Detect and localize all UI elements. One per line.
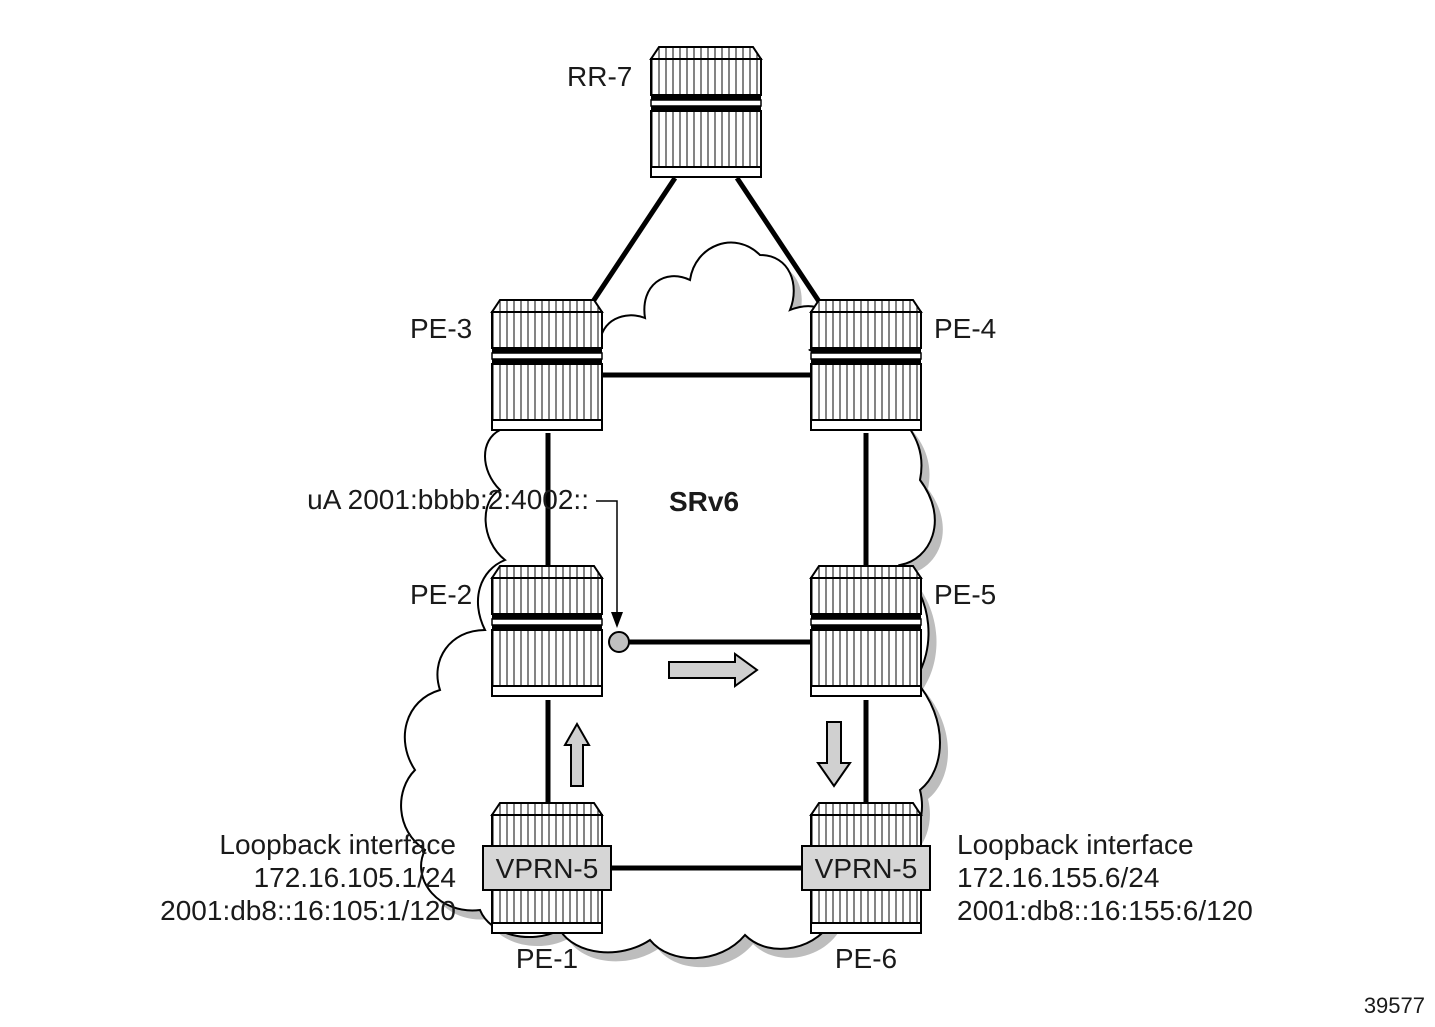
vprn-label-left: VPRN-5 (496, 853, 599, 884)
loopback-left-line3: 2001:db8::16:105:1/120 (160, 895, 456, 926)
loopback-left: Loopback interface 172.16.105.1/24 2001:… (160, 829, 456, 926)
router-pe-3 (491, 299, 603, 431)
vprn-box-left: VPRN-5 (482, 845, 612, 891)
label-pe-6: PE-6 (835, 943, 897, 974)
loopback-right-line3: 2001:db8::16:155:6/120 (957, 895, 1253, 926)
flow-arrow-down (816, 721, 852, 788)
router-pe-5 (810, 565, 922, 697)
figure-id: 39577 (1364, 993, 1425, 1018)
router-pe-4 (810, 299, 922, 431)
loopback-right: Loopback interface 172.16.155.6/24 2001:… (957, 829, 1253, 926)
router-pe-2 (491, 565, 603, 697)
loopback-right-line1: Loopback interface (957, 829, 1194, 860)
flow-arrow-up (563, 721, 591, 787)
label-pe-2: PE-2 (410, 579, 472, 610)
srv6-domain-label: SRv6 (669, 486, 739, 517)
flow-arrow-right (668, 652, 759, 688)
loopback-left-line2: 172.16.105.1/24 (254, 862, 456, 893)
vprn-label-right: VPRN-5 (815, 853, 918, 884)
label-pe-3: PE-3 (410, 313, 472, 344)
ua-sid-pointer (596, 500, 630, 653)
loopback-right-line2: 172.16.155.6/24 (957, 862, 1159, 893)
label-pe-4: PE-4 (934, 313, 996, 344)
vprn-box-right: VPRN-5 (801, 845, 931, 891)
router-rr-7 (650, 46, 762, 178)
loopback-left-line1: Loopback interface (219, 829, 456, 860)
label-pe-1: PE-1 (516, 943, 578, 974)
label-rr-7: RR-7 (567, 61, 632, 92)
links (545, 176, 869, 871)
sid-endpoint-dot (608, 631, 630, 653)
label-pe-5: PE-5 (934, 579, 996, 610)
ua-sid-label: uA 2001:bbbb:2:4002:: (307, 484, 589, 515)
link-rr7-pe4 (734, 176, 825, 308)
link-rr7-pe3 (587, 176, 678, 308)
